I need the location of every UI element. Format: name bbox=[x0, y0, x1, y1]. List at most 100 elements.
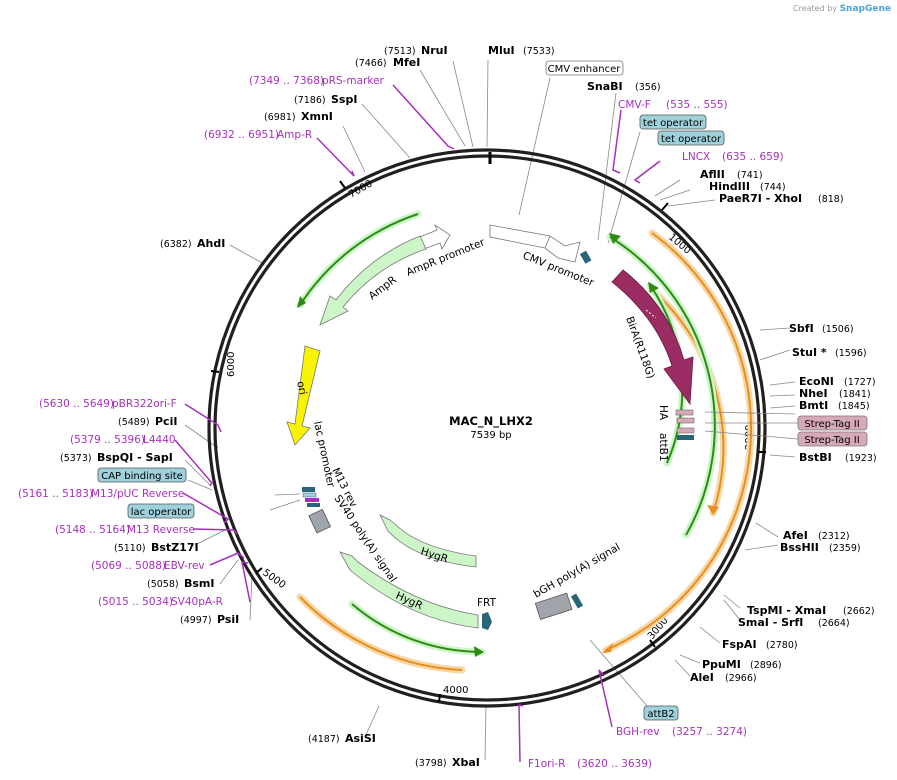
primer-name-prs: pRS-marker bbox=[322, 75, 385, 87]
site-pos-ppumi: (2896) bbox=[750, 660, 782, 671]
bgh-polya-label: bGH poly(A) signal bbox=[532, 541, 623, 600]
site-name-stui: StuI * bbox=[792, 346, 827, 359]
tick-5000 bbox=[255, 567, 263, 574]
site-pos-pcii: (5489) bbox=[118, 417, 150, 428]
site-pos-nrui: (7513) bbox=[384, 46, 416, 57]
backbone-inner-ring bbox=[213, 154, 761, 702]
site-pos-sbfi: (1506) bbox=[822, 324, 854, 335]
attb1-block bbox=[677, 435, 694, 440]
site-pos-bstz17i: (5110) bbox=[114, 543, 146, 554]
site-pos-stui: (1596) bbox=[835, 348, 867, 359]
site-name-aflii: AflII bbox=[700, 168, 725, 181]
cap-binding-site-text: CAP binding site bbox=[101, 471, 183, 482]
tick-4000 bbox=[438, 693, 441, 703]
primer-range-l4440: (5379 .. 5396) bbox=[70, 434, 145, 446]
primer-range-prs: (7349 .. 7368) bbox=[249, 75, 324, 87]
credit: Created by SnapGene bbox=[793, 4, 891, 14]
site-pos-econi: (1727) bbox=[844, 377, 876, 388]
site-name-tspmi: TspMI - XmaI bbox=[747, 604, 826, 617]
primer-mark-cmvf bbox=[612, 109, 622, 174]
strep-block-1 bbox=[676, 417, 695, 424]
site-pos-bmti: (1845) bbox=[838, 401, 870, 412]
primer-name-cmvf: CMV-F bbox=[618, 99, 651, 111]
lac-promoter-label: lac promoter bbox=[311, 420, 337, 489]
site-pos-bsshii: (2359) bbox=[829, 543, 861, 554]
tick-3000 bbox=[649, 639, 656, 648]
site-name-nrui: NruI bbox=[421, 44, 448, 57]
site-name-pcii: PciI bbox=[155, 415, 177, 428]
attb2-small-block bbox=[570, 593, 584, 609]
site-name-ppumi: PpuMI bbox=[702, 658, 741, 671]
site-name-hindiii: HindIII bbox=[709, 180, 750, 193]
site-name-bstbi: BstBI bbox=[799, 451, 832, 464]
tick-6000 bbox=[210, 370, 220, 373]
site-pos-mlui: (7533) bbox=[523, 46, 555, 57]
primer-name-f1ori: F1ori-R bbox=[528, 758, 565, 770]
site-name-bmti: BmtI bbox=[799, 399, 828, 412]
site-name-smai: SmaI - SrfI bbox=[738, 616, 803, 629]
primer-name-bgh: BGH-rev bbox=[616, 726, 660, 738]
primer-name-m13rev: M13 Reverse bbox=[127, 524, 195, 536]
primer-range-m13puc: (5161 .. 5183) bbox=[18, 488, 93, 500]
primer-name-ampr: Amp-R bbox=[277, 129, 312, 141]
ha-label: HA bbox=[657, 405, 669, 421]
tet-operator-text-1: tet operator bbox=[643, 118, 704, 129]
lac-operator-box: lac operator bbox=[127, 503, 195, 519]
site-name-sbfi: SbfI bbox=[789, 322, 814, 335]
site-pos-asisi: (4187) bbox=[308, 734, 340, 745]
strep-tag-box-1: Strep-Tag II bbox=[797, 415, 868, 431]
site-name-nhei: NheI bbox=[799, 387, 828, 400]
primer-mark-sv40pa bbox=[241, 561, 251, 603]
site-name-fspai: FspAI bbox=[722, 638, 757, 651]
strep-tag-text-2: Strep-Tag II bbox=[804, 435, 859, 446]
site-name-mfei: MfeI bbox=[393, 56, 420, 69]
cmv-small-block bbox=[579, 250, 592, 264]
ori-label: ori bbox=[294, 380, 309, 396]
backbone-outer-ring bbox=[207, 148, 767, 708]
primer-name-ebv: EBV-rev bbox=[164, 560, 205, 572]
site-name-bsshii: BssHII bbox=[780, 541, 819, 554]
site-pos-smai: (2664) bbox=[818, 618, 850, 629]
tick-7000 bbox=[339, 180, 346, 189]
site-pos-bsmi: (5058) bbox=[147, 579, 179, 590]
site-pos-snabi: (356) bbox=[635, 82, 661, 93]
orange-arcs bbox=[296, 229, 755, 674]
hygr-label-inner: HygR bbox=[419, 545, 449, 565]
cmv-promoter-feature: CMV promoter bbox=[489, 224, 596, 289]
cmv-enhancer-box: CMV enhancer bbox=[545, 60, 624, 76]
site-name-paer7i: PaeR7I - XhoI bbox=[719, 192, 802, 205]
plasmid-size: 7539 bp bbox=[470, 430, 511, 441]
leader-lines bbox=[184, 59, 796, 761]
site-pos-xbai: (3798) bbox=[415, 758, 447, 769]
primer-name-m13puc: M13/pUC Reverse bbox=[91, 488, 184, 500]
primer-range-pbr: (5630 .. 5649) bbox=[39, 398, 114, 410]
site-pos-hindiii: (744) bbox=[760, 182, 786, 193]
tet-operator-box-1: tet operator bbox=[639, 114, 707, 130]
primer-mark-f1ori bbox=[518, 704, 524, 763]
site-name-afei: AfeI bbox=[783, 529, 808, 542]
tet-operator-text-2: tet operator bbox=[661, 134, 722, 145]
site-pos-fspai: (2780) bbox=[766, 640, 798, 651]
strep-tag-box-2: Strep-Tag II bbox=[797, 431, 868, 447]
site-labels: (7513) NruI MluI (7533) (7466) MfeI (718… bbox=[60, 44, 877, 769]
ampr-feature: AmpR bbox=[319, 235, 427, 326]
attb2-box: attB2 bbox=[643, 705, 679, 721]
site-name-mlui: MluI bbox=[488, 44, 515, 57]
primer-range-lncx: (635 .. 659) bbox=[722, 151, 784, 163]
primer-range-f1ori: (3620 .. 3639) bbox=[577, 758, 652, 770]
primer-mark-ampr bbox=[316, 137, 355, 177]
site-name-ahdi: AhdI bbox=[197, 237, 225, 250]
site-name-snabi: SnaBI bbox=[587, 80, 623, 93]
site-pos-xmni: (6981) bbox=[264, 112, 296, 123]
primer-name-l4440: L4440 bbox=[143, 434, 176, 446]
strep-block-2 bbox=[676, 427, 695, 434]
hygr-feature-inner: HygR bbox=[379, 514, 477, 568]
site-pos-aflii: (741) bbox=[737, 170, 763, 181]
primer-range-sv40pa: (5015 .. 5034) bbox=[98, 596, 173, 608]
primer-mark-m13rev bbox=[192, 528, 238, 535]
site-name-xbai: XbaI bbox=[452, 756, 480, 769]
primer-mark-prs bbox=[392, 84, 455, 150]
primer-mark-pbr bbox=[184, 403, 222, 433]
plasmid-name: MAC_N_LHX2 bbox=[449, 414, 533, 429]
